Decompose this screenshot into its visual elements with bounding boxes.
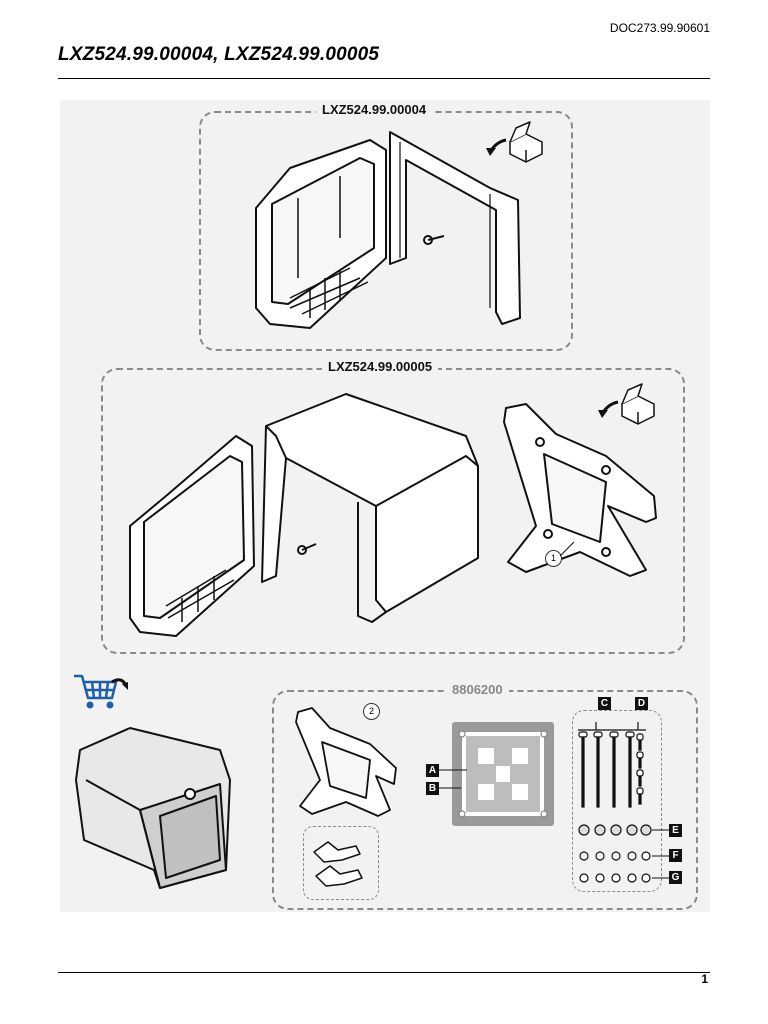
hardware-parts-drawing — [578, 722, 652, 883]
header-rule — [58, 78, 710, 79]
accessory-mounting-plate-drawing — [295, 707, 397, 817]
analyzer-device-drawing — [75, 727, 231, 889]
kit-b-mounting-plate-drawing — [503, 403, 657, 577]
part-tag-f: F — [669, 849, 682, 862]
page-number: 1 — [701, 972, 708, 986]
kit-b-enclosure-drawing — [129, 393, 479, 637]
box-open-icon — [598, 383, 655, 425]
part-tag-d: D — [635, 697, 648, 710]
document-code: DOC273.99.90601 — [609, 21, 710, 35]
callout-1-leader — [559, 541, 575, 557]
tag-leaders-efg — [652, 829, 669, 879]
callout-1: 1 — [545, 550, 562, 567]
gasket-plate-drawing — [452, 722, 554, 826]
part-tag-e: E — [669, 824, 682, 837]
box-open-icon — [486, 121, 543, 163]
part-tag-g: G — [669, 871, 682, 884]
clip-parts-drawing — [313, 841, 363, 887]
page-title: LXZ524.99.00004, LXZ524.99.00005 — [58, 44, 380, 65]
part-tag-b: B — [426, 782, 439, 795]
footer-rule — [58, 972, 710, 973]
hardware-group-frame — [572, 710, 662, 892]
part-tag-c: C — [598, 697, 611, 710]
part-tag-a: A — [426, 764, 439, 777]
callout-2: 2 — [363, 703, 380, 720]
accessory-kit-label: 8806200 — [446, 682, 509, 697]
clip-parts-frame — [303, 826, 379, 900]
kit-a-enclosure-drawing — [255, 131, 521, 329]
tag-leaders-ab — [439, 769, 467, 789]
shopping-cart-icon — [74, 674, 128, 709]
kit-a-label: LXZ524.99.00004 — [316, 102, 433, 117]
kit-b-label: LXZ524.99.00005 — [322, 359, 439, 374]
